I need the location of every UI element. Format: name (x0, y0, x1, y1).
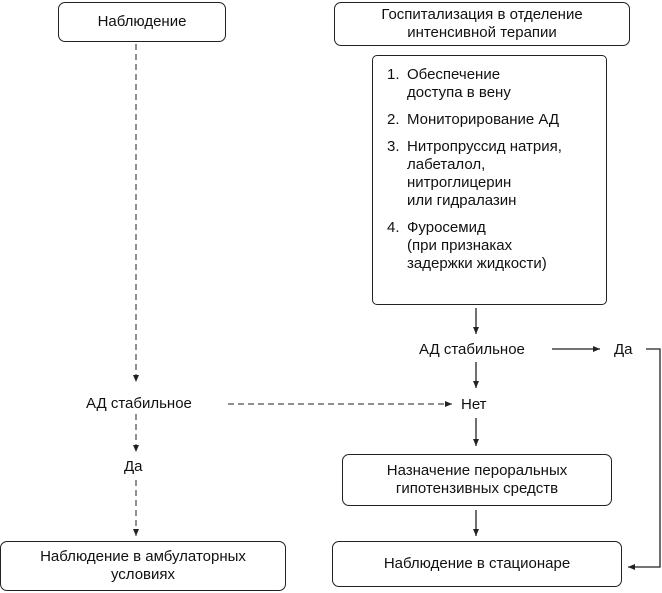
oral-agents-label: Назначение пероральных гипотензивных сре… (386, 462, 568, 497)
step-number: 1. (387, 66, 400, 83)
outpatient-label: Наблюдение в амбулаторных условиях (40, 548, 246, 583)
arrow-yes-to-inpatient (628, 348, 661, 570)
hospitalization-label: Госпитализация в отделение интенсивной т… (381, 6, 583, 41)
inpatient-box: Наблюдение в стационаре (332, 541, 622, 587)
step-item: 2. Мониторирование АД (387, 111, 600, 129)
step-item: 4. Фуросемид (при признаках задержки жид… (387, 219, 600, 273)
observation-box: Наблюдение (58, 2, 226, 42)
step-item: 1. Обеспечение доступа в вену (387, 66, 600, 102)
right-bp-stable-label: АД стабильное (419, 341, 525, 358)
step-item: 3. Нитропруссид натрия, лабеталол, нитро… (387, 138, 600, 210)
observation-label: Наблюдение (97, 13, 187, 30)
step-text: Мониторирование АД (407, 111, 560, 128)
oral-agents-box: Назначение пероральных гипотензивных сре… (342, 454, 612, 506)
outpatient-box: Наблюдение в амбулаторных условиях (0, 541, 286, 591)
left-bp-stable-label: АД стабильное (86, 395, 192, 412)
step-text: Фуросемид (при признаках задержки жидкос… (407, 219, 547, 272)
right-no-label: Нет (461, 396, 487, 413)
step-text: Обеспечение доступа в вену (407, 66, 511, 101)
hospitalization-box: Госпитализация в отделение интенсивной т… (334, 2, 630, 46)
step-number: 3. (387, 138, 400, 155)
left-yes-label: Да (124, 458, 143, 475)
treatment-steps-box: 1. Обеспечение доступа в вену 2. Монитор… (372, 55, 607, 305)
step-text: Нитропруссид натрия, лабеталол, нитрогли… (407, 138, 562, 209)
step-number: 2. (387, 111, 400, 128)
right-yes-label: Да (614, 341, 633, 358)
inpatient-label: Наблюдение в стационаре (383, 555, 571, 572)
step-number: 4. (387, 219, 400, 236)
